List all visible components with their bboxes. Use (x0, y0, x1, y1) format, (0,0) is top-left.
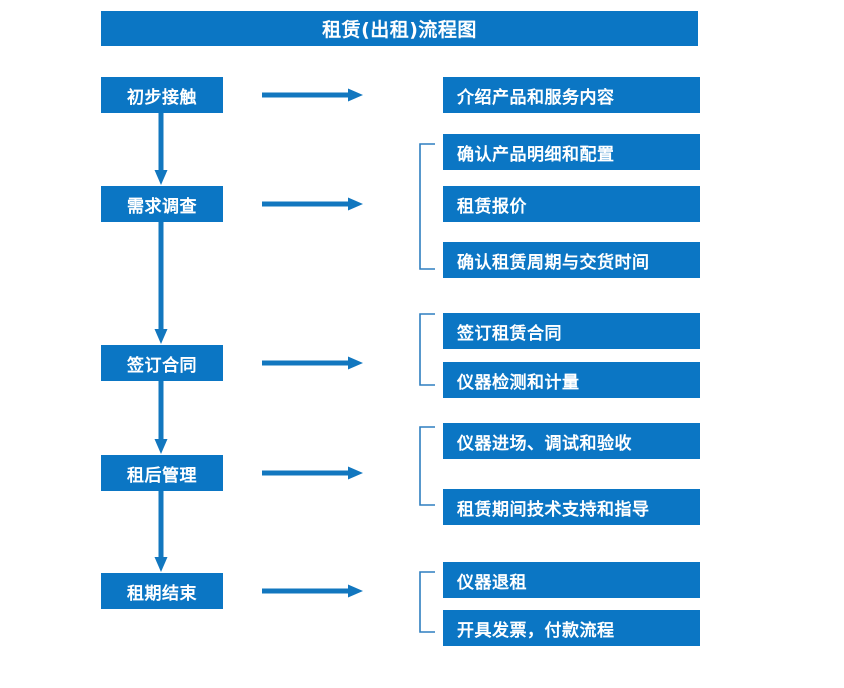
task-box-confirm-product-details[interactable]: 确认产品明细和配置 (443, 134, 700, 170)
task-box-introduce-products[interactable]: 介绍产品和服务内容 (443, 77, 700, 113)
task-box-sign-rental-contract[interactable]: 签订租赁合同 (443, 313, 700, 349)
flow-arrow-right-3 (262, 356, 364, 370)
flow-arrow-right-4 (262, 466, 364, 480)
flow-arrow-down-3 (154, 381, 168, 455)
stage-box-post-rental-management[interactable]: 租后管理 (101, 455, 223, 491)
group-bracket-needs-survey (418, 143, 436, 270)
flow-arrow-right-2 (262, 197, 364, 211)
stage-box-sign-contract[interactable]: 签订合同 (101, 345, 223, 381)
flow-arrow-down-4 (154, 491, 168, 573)
task-box-instrument-return[interactable]: 仪器退租 (443, 562, 700, 598)
stage-box-needs-survey[interactable]: 需求调查 (101, 186, 223, 222)
group-bracket-rental-end (418, 571, 436, 633)
task-box-instrument-testing[interactable]: 仪器检测和计量 (443, 362, 700, 398)
flow-arrow-right-5 (262, 584, 364, 598)
task-box-technical-support[interactable]: 租赁期间技术支持和指导 (443, 489, 700, 525)
task-box-invoice-payment[interactable]: 开具发票，付款流程 (443, 610, 700, 646)
stage-box-initial-contact[interactable]: 初步接触 (101, 77, 223, 113)
chart-title-banner: 租赁(出租)流程图 (101, 11, 698, 46)
flow-arrow-down-1 (154, 113, 168, 186)
group-bracket-post-rental (418, 426, 436, 506)
task-box-instrument-entry-debug-acceptance[interactable]: 仪器进场、调试和验收 (443, 423, 700, 459)
flow-arrow-down-2 (154, 222, 168, 345)
flow-arrow-right-1 (262, 88, 364, 102)
stage-box-rental-end[interactable]: 租期结束 (101, 573, 223, 609)
task-box-confirm-rental-period[interactable]: 确认租赁周期与交货时间 (443, 242, 700, 278)
group-bracket-sign-contract (418, 313, 436, 386)
task-box-rental-quotation[interactable]: 租赁报价 (443, 186, 700, 222)
